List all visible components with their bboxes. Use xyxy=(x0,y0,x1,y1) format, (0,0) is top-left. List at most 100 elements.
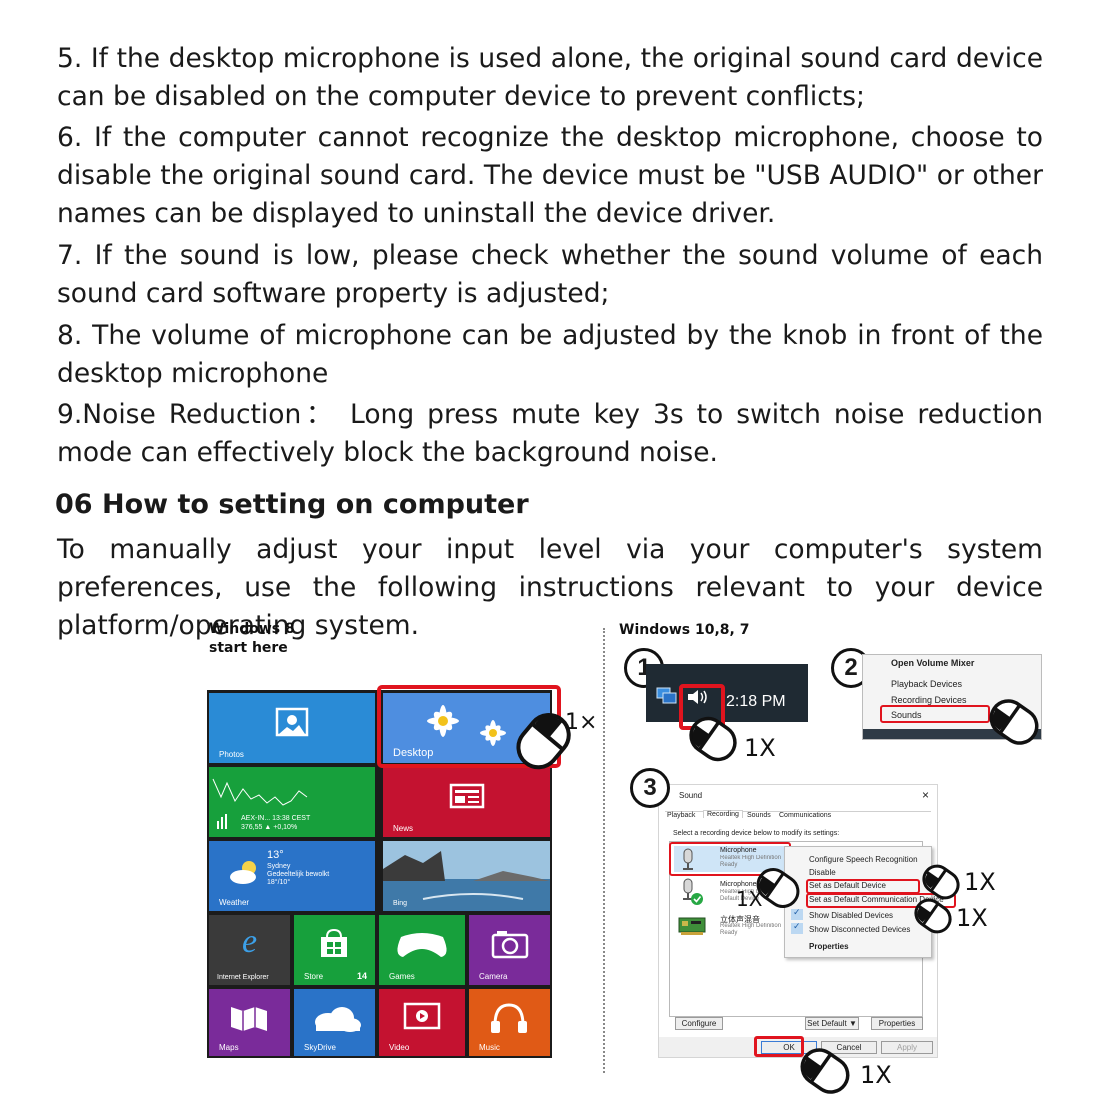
tile-music-label: Music xyxy=(479,1043,500,1052)
mouse-icon-step1 xyxy=(689,716,737,762)
tile-store-label: Store xyxy=(304,972,324,981)
device-2-name: Microphone xyxy=(720,881,757,888)
tile-weather[interactable]: 13° Sydney Gedeeltelijk bewolkt 18°/10° … xyxy=(209,841,375,911)
mouse-icon-step2 xyxy=(989,699,1039,745)
mouse-icon-set-communication xyxy=(914,898,952,934)
device-context-menu: Configure Speech Recognition Disable Set… xyxy=(784,846,944,958)
bing-coast-image xyxy=(383,841,550,911)
menu-open-volume-mixer[interactable]: Open Volume Mixer xyxy=(891,658,975,668)
tab-recording[interactable]: Recording xyxy=(703,810,743,818)
tile-camera[interactable]: Camera xyxy=(469,915,550,985)
tile-finance[interactable]: AEX-IN... 13:38 CEST 376,55 ▲ +0,10% xyxy=(209,767,375,837)
camera-icon xyxy=(491,931,529,959)
tile-weather-city: Sydney xyxy=(267,863,291,870)
tile-music[interactable]: Music xyxy=(469,989,550,1056)
tab-strip-line xyxy=(665,811,931,812)
tile-skydrive[interactable]: SkyDrive xyxy=(294,989,375,1056)
menu-configure-speech[interactable]: Configure Speech Recognition xyxy=(809,855,918,864)
menu-disable[interactable]: Disable xyxy=(809,868,836,877)
device-3-status: Ready xyxy=(720,930,738,936)
tile-games[interactable]: Games xyxy=(379,915,465,985)
checkbox-show-disconnected[interactable]: ✓ xyxy=(791,922,803,934)
mouse-icon-microphone xyxy=(756,868,800,908)
dialog-instruction: Select a recording device below to modif… xyxy=(673,830,840,837)
tray-clock: 2:18 PM xyxy=(726,693,786,710)
set-default-click-count: 1X xyxy=(964,868,996,896)
apply-button[interactable]: Apply xyxy=(881,1041,933,1054)
device-1-name: Microphone xyxy=(720,847,757,854)
tab-sounds[interactable]: Sounds xyxy=(747,812,771,819)
tile-photos[interactable]: Photos xyxy=(209,693,375,763)
paragraph-9: 9.Noise Reduction： Long press mute key 3… xyxy=(57,399,1043,468)
tile-bing[interactable]: Bing xyxy=(383,841,550,911)
taskbar-strip xyxy=(863,729,1041,739)
paragraph-6: 6. If the computer cannot recognize the … xyxy=(57,122,1043,229)
win8-label: Windows 8 start here xyxy=(209,620,295,658)
set-default-button[interactable]: Set Default ▼ xyxy=(805,1017,859,1030)
menu-show-disconnected[interactable]: Show Disconnected Devices xyxy=(809,925,911,934)
taskbar-tray: 2:18 PM xyxy=(646,664,808,722)
maps-icon xyxy=(231,1007,267,1031)
device-1-desc: Realtek High Definition Audio xyxy=(720,855,782,861)
tile-ie[interactable]: e Internet Explorer xyxy=(209,915,290,985)
win8-click-count: 1× xyxy=(565,710,598,735)
tile-photos-label: Photos xyxy=(219,750,244,759)
menu-show-disabled[interactable]: Show Disabled Devices xyxy=(809,911,894,920)
tile-store[interactable]: Store 14 xyxy=(294,915,375,985)
store-bag-icon xyxy=(321,929,347,957)
win8-label-line1: Windows 8 xyxy=(209,621,295,637)
dialog-title: Sound xyxy=(679,791,703,800)
menu-playback-devices[interactable]: Playback Devices xyxy=(891,679,963,689)
tile-camera-label: Camera xyxy=(479,972,508,981)
menu-set-default-communication[interactable]: Set as Default Communication Device xyxy=(809,895,944,904)
tab-playback[interactable]: Playback xyxy=(667,812,696,819)
device-1-status: Ready xyxy=(720,862,738,868)
network-icon[interactable] xyxy=(656,686,678,706)
properties-button[interactable]: Properties xyxy=(871,1017,923,1030)
ie-icon: e xyxy=(241,923,258,960)
device-3-name: 立体声混音 xyxy=(720,915,760,924)
tab-communications[interactable]: Communications xyxy=(779,812,832,819)
tile-finance-line2: 376,55 ▲ +0,10% xyxy=(241,824,298,831)
tile-weather-label: Weather xyxy=(219,898,250,907)
paragraph-8: 8. The volume of microphone can be adjus… xyxy=(57,320,1043,389)
tile-maps[interactable]: Maps xyxy=(209,989,290,1056)
set-default-communication-highlight xyxy=(806,893,956,908)
tile-desktop-label: Desktop xyxy=(393,747,434,759)
device-2-status: Default Device xyxy=(720,896,760,902)
check-icon: ✓ xyxy=(793,922,801,932)
menu-sounds[interactable]: Sounds xyxy=(891,710,922,720)
sound-card-icon xyxy=(678,917,706,935)
section-intro: To manually adjust your input level via … xyxy=(57,531,1043,645)
menu-set-default-device[interactable]: Set as Default Device xyxy=(809,881,886,890)
device-3-desc: Realtek High Definition Audio xyxy=(720,923,782,929)
step-3-marker: 3 xyxy=(630,768,670,808)
win8-label-line2: start here xyxy=(209,640,288,656)
dialog-close-button[interactable]: × xyxy=(921,788,929,802)
tile-news[interactable]: News xyxy=(383,767,550,837)
configure-button[interactable]: Configure xyxy=(675,1017,723,1030)
menu-recording-devices[interactable]: Recording Devices xyxy=(891,695,967,705)
tile-bing-label: Bing xyxy=(393,900,408,907)
step1-click-count: 1X xyxy=(744,734,776,762)
gamepad-icon xyxy=(397,933,447,957)
checkbox-show-disabled[interactable]: ✓ xyxy=(791,908,803,920)
mouse-icon-ok xyxy=(800,1048,850,1094)
mouse-icon xyxy=(516,712,571,770)
cloud-icon xyxy=(315,1007,361,1032)
tile-maps-label: Maps xyxy=(219,1043,239,1052)
tile-games-label: Games xyxy=(389,972,415,981)
ok-highlight xyxy=(754,1036,804,1057)
tile-video[interactable]: Video xyxy=(379,989,465,1056)
figure-divider xyxy=(603,628,605,1073)
tile-store-badge: 14 xyxy=(356,971,367,981)
paragraph-7: 7. If the sound is low, please check whe… xyxy=(57,240,1043,309)
win10-label: Windows 10,8, 7 xyxy=(619,622,750,638)
menu-properties[interactable]: Properties xyxy=(809,942,849,951)
headphones-icon xyxy=(491,1003,527,1033)
tile-finance-line1: AEX-IN... 13:38 CEST xyxy=(241,815,311,822)
microphone-click-count: 1X xyxy=(736,887,763,911)
speaker-icon[interactable] xyxy=(686,688,710,706)
cancel-button[interactable]: Cancel xyxy=(821,1041,877,1054)
check-icon: ✓ xyxy=(793,908,801,918)
